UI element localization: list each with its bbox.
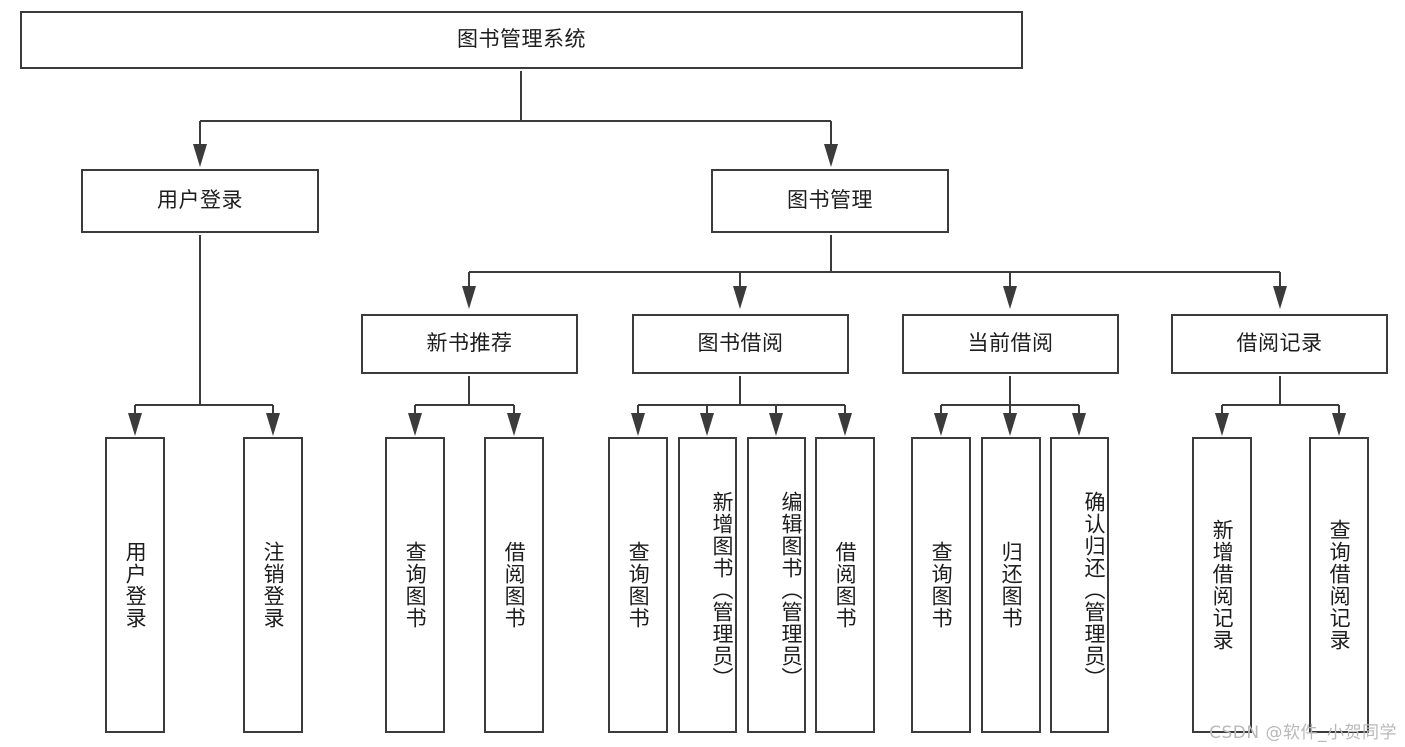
node-leaf-borrow-book-2[interactable]: 借阅图书	[815, 437, 875, 733]
node-leaf-query-book-1[interactable]: 查询图书	[385, 437, 445, 733]
node-leaf-edit-book[interactable]: 编辑图书（管理员）	[747, 437, 806, 733]
node-leaf-confirm-return-label: 确认归还（管理员）	[1082, 491, 1106, 689]
node-current-borrow-label: 当前借阅	[967, 331, 1054, 356]
node-leaf-query-book-3[interactable]: 查询图书	[911, 437, 971, 733]
node-root-system[interactable]: 图书管理系统	[20, 11, 1023, 69]
node-leaf-query-book-3-label: 查询图书	[929, 541, 954, 629]
node-book-management[interactable]: 图书管理	[711, 169, 949, 233]
node-leaf-add-book[interactable]: 新增图书（管理员）	[678, 437, 737, 733]
node-current-borrow[interactable]: 当前借阅	[902, 314, 1119, 374]
node-user-login[interactable]: 用户登录	[81, 169, 319, 233]
node-leaf-add-book-label: 新增图书（管理员）	[710, 491, 734, 689]
node-borrow-record[interactable]: 借阅记录	[1171, 314, 1388, 374]
node-leaf-logout-login[interactable]: 注销登录	[243, 437, 303, 733]
node-leaf-confirm-return[interactable]: 确认归还（管理员）	[1050, 437, 1109, 733]
node-leaf-query-book-2[interactable]: 查询图书	[608, 437, 668, 733]
node-leaf-edit-book-label: 编辑图书（管理员）	[779, 491, 803, 689]
node-leaf-borrow-book-2-label: 借阅图书	[833, 541, 858, 629]
node-leaf-query-record-label: 查询借阅记录	[1327, 519, 1352, 651]
node-book-management-label: 图书管理	[787, 188, 873, 213]
node-leaf-borrow-book-1[interactable]: 借阅图书	[484, 437, 544, 733]
node-root-system-label: 图书管理系统	[457, 27, 586, 52]
node-borrow-record-label: 借阅记录	[1236, 331, 1323, 356]
node-new-book-recommend[interactable]: 新书推荐	[361, 314, 578, 374]
node-leaf-return-book-label: 归还图书	[999, 541, 1024, 629]
node-new-book-recommend-label: 新书推荐	[426, 331, 513, 356]
node-leaf-borrow-book-1-label: 借阅图书	[502, 541, 527, 629]
node-book-borrow-label: 图书借阅	[697, 331, 784, 356]
node-user-login-label: 用户登录	[157, 188, 243, 213]
node-leaf-add-record[interactable]: 新增借阅记录	[1192, 437, 1252, 733]
node-leaf-user-login[interactable]: 用户登录	[105, 437, 165, 733]
node-leaf-query-book-1-label: 查询图书	[403, 541, 428, 629]
node-leaf-logout-login-label: 注销登录	[261, 541, 286, 629]
node-book-borrow[interactable]: 图书借阅	[632, 314, 849, 374]
node-leaf-query-record[interactable]: 查询借阅记录	[1309, 437, 1369, 733]
node-leaf-user-login-label: 用户登录	[123, 541, 148, 629]
watermark-text: CSDN @软件_小贺同学	[1209, 723, 1397, 743]
node-leaf-query-book-2-label: 查询图书	[626, 541, 651, 629]
node-leaf-return-book[interactable]: 归还图书	[981, 437, 1041, 733]
node-leaf-add-record-label: 新增借阅记录	[1210, 519, 1235, 651]
